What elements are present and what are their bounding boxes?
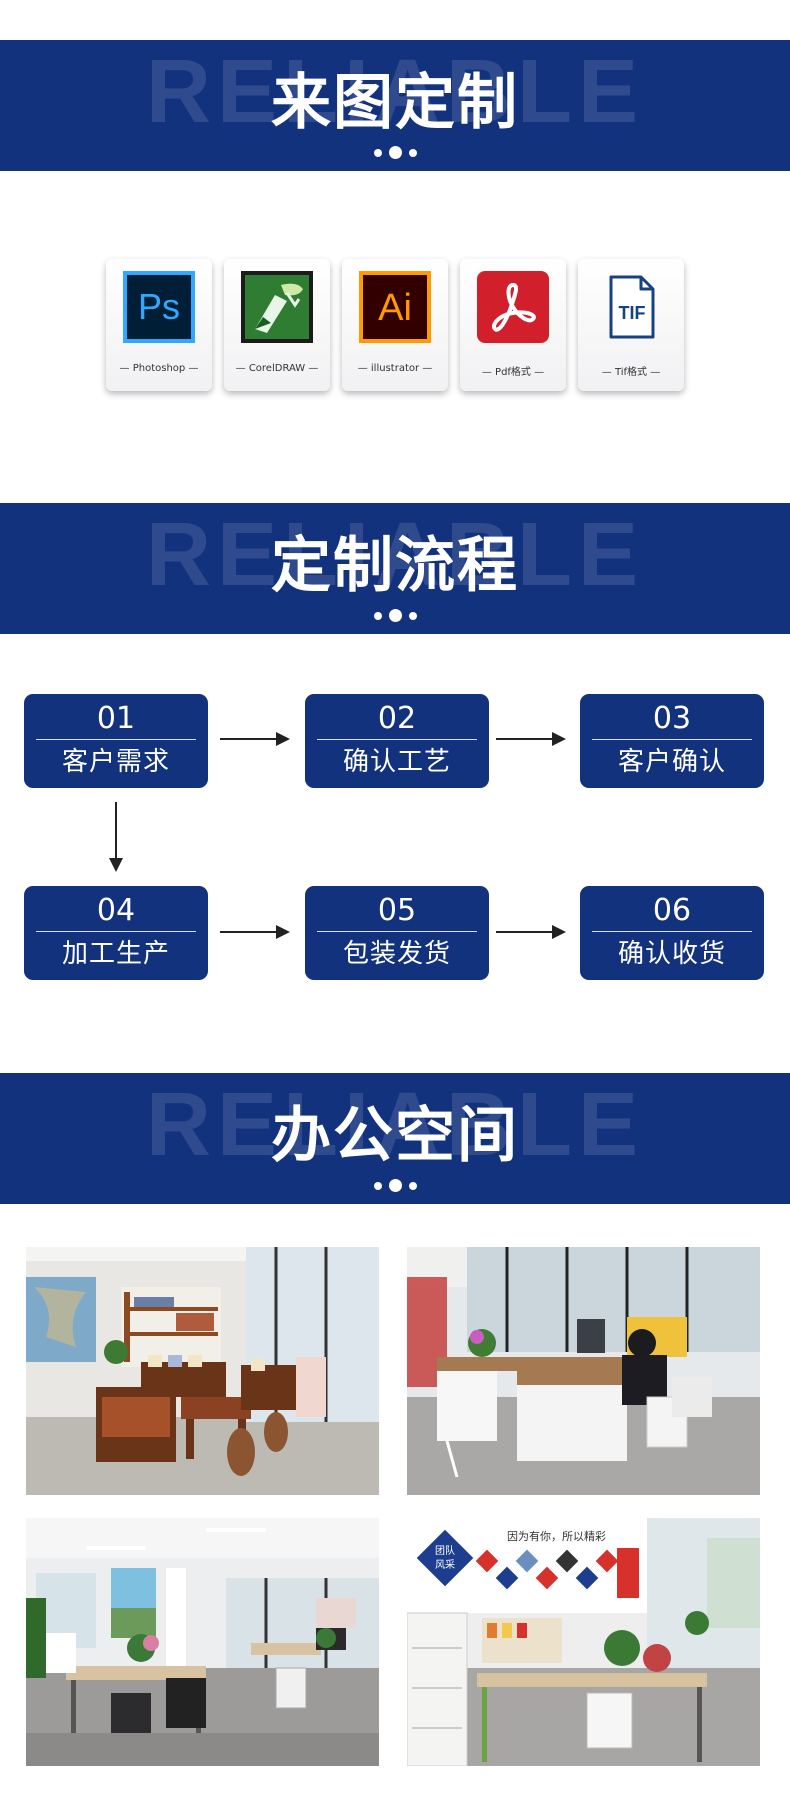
step-label: 包装发货: [342, 939, 451, 969]
photoshop-icon: Ps: [123, 271, 195, 343]
svg-text:因为有你，所以精彩: 因为有你，所以精彩: [507, 1529, 606, 1543]
banner-watermark: RELIABLE: [146, 505, 644, 605]
section-banner-office: RELIABLE 办公空间: [0, 1073, 790, 1204]
process-step-02: 02 确认工艺: [305, 694, 489, 788]
software-card-tif: TIF — Tif格式 —: [578, 259, 684, 391]
step-number: 04: [96, 893, 136, 928]
arrow-right-icon: [496, 732, 566, 746]
arrow-right-icon: [220, 925, 290, 939]
coreldraw-icon: [241, 271, 313, 343]
arrow-down-icon: [109, 802, 123, 872]
step-number: 05: [377, 893, 417, 928]
svg-text:风采: 风采: [435, 1559, 455, 1571]
banner-dots: [0, 609, 790, 622]
software-card-coreldraw: — CorelDRAW —: [224, 259, 330, 391]
section-banner-custom: RELIABLE 来图定制: [0, 40, 790, 171]
step-number: 03: [652, 701, 692, 736]
step-label: 加工生产: [61, 939, 170, 969]
section-banner-process: RELIABLE 定制流程: [0, 503, 790, 634]
arrow-right-icon: [496, 925, 566, 939]
process-step-06: 06 确认收货: [580, 886, 764, 980]
illustrator-icon: Ai: [359, 271, 431, 343]
office-photo-workstation: [407, 1247, 760, 1495]
pdf-icon: [477, 271, 549, 343]
software-card-illustrator: Ai — illustrator —: [342, 259, 448, 391]
software-card-photoshop: Ps — Photoshop —: [106, 259, 212, 391]
svg-text:Ps: Ps: [138, 286, 180, 327]
process-step-01: 01 客户需求: [24, 694, 208, 788]
arrow-right-icon: [220, 732, 290, 746]
banner-dots: [0, 1179, 790, 1192]
section-title: 办公空间: [271, 1101, 519, 1171]
svg-text:Ai: Ai: [378, 287, 412, 329]
step-number: 02: [377, 701, 417, 736]
software-formats: Ps — Photoshop — — CorelDRAW — Ai — illu…: [106, 259, 690, 391]
banner-watermark: RELIABLE: [146, 42, 644, 142]
process-step-03: 03 客户确认: [580, 694, 764, 788]
software-label: — CorelDRAW —: [235, 363, 319, 374]
step-number: 06: [652, 893, 692, 928]
banner-watermark: RELIABLE: [146, 1075, 644, 1175]
software-card-pdf: — Pdf格式 —: [460, 259, 566, 391]
step-label: 确认工艺: [342, 747, 451, 777]
svg-text:团队: 团队: [435, 1544, 455, 1557]
section-title: 来图定制: [271, 68, 519, 138]
svg-text:TIF: TIF: [619, 303, 646, 323]
office-photo-team-wall: 团队 风采 因为有你，所以精彩: [407, 1518, 760, 1766]
process-step-05: 05 包装发货: [305, 886, 489, 980]
software-label: — Tif格式 —: [601, 367, 661, 378]
step-number: 01: [96, 701, 136, 736]
step-label: 客户确认: [617, 747, 726, 777]
step-label: 客户需求: [61, 747, 170, 777]
office-photo-open-office: [26, 1518, 379, 1766]
section-title: 定制流程: [271, 531, 519, 601]
tif-file-icon: TIF: [609, 275, 655, 339]
office-photo-lounge: [26, 1247, 379, 1495]
step-label: 确认收货: [617, 939, 726, 969]
process-step-04: 04 加工生产: [24, 886, 208, 980]
software-label: — illustrator —: [357, 363, 433, 374]
banner-dots: [0, 146, 790, 159]
software-label: — Photoshop —: [119, 363, 199, 374]
software-label: — Pdf格式 —: [481, 367, 545, 378]
